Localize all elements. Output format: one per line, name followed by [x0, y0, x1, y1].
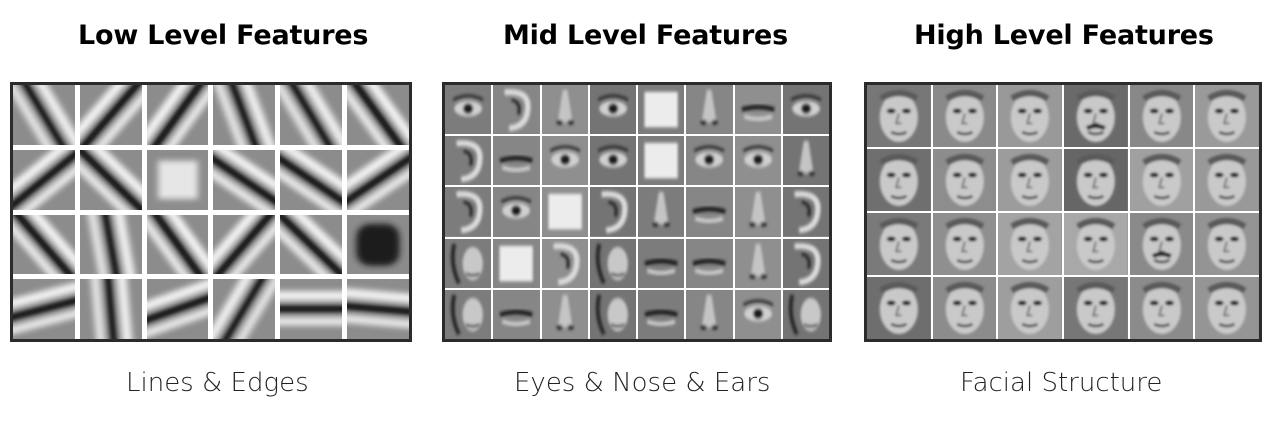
face-tile	[1129, 85, 1194, 147]
eye-part-tile	[541, 136, 588, 186]
mouth-part-tile	[638, 289, 685, 339]
ear-part-tile	[541, 238, 588, 288]
nose-part-tile	[541, 289, 588, 339]
bright-part-tile	[638, 85, 685, 135]
face-tile	[867, 149, 931, 211]
eye-part-tile	[686, 136, 733, 186]
face-tile	[998, 85, 1062, 147]
edge-filter-tile	[347, 279, 409, 339]
face-part-tile	[782, 289, 829, 339]
face-tile	[1129, 149, 1194, 211]
nose-part-tile	[541, 85, 588, 135]
edge-filter-tile	[146, 85, 209, 145]
nose-part-tile	[734, 238, 781, 288]
face-tile	[1064, 213, 1128, 275]
face-part-tile	[589, 289, 636, 339]
eye-part-tile	[734, 289, 781, 339]
edge-filter-tile	[13, 279, 75, 339]
face-tile	[998, 149, 1062, 211]
edge-filter-tile	[79, 214, 142, 275]
face-tile	[1129, 213, 1194, 275]
ear-part-tile	[589, 187, 636, 237]
panel-caption: Lines & Edges	[126, 368, 309, 398]
ear-part-tile	[782, 238, 829, 288]
edge-filter-tile	[280, 214, 343, 275]
edge-filter-tile	[79, 85, 142, 145]
eye-part-tile	[445, 85, 492, 135]
face-tile	[867, 213, 931, 275]
nose-part-tile	[686, 85, 733, 135]
panel-title: Mid Level Features	[503, 20, 789, 51]
mouth-part-tile	[493, 136, 540, 186]
face-tile	[1195, 277, 1259, 339]
edge-filter-tile	[347, 214, 409, 275]
ear-part-tile	[493, 85, 540, 135]
nose-part-tile	[782, 136, 829, 186]
face-part-tile	[445, 238, 492, 288]
eye-part-tile	[782, 85, 829, 135]
mouth-part-tile	[638, 238, 685, 288]
mouth-part-tile	[493, 289, 540, 339]
panel-title: Low Level Features	[78, 20, 369, 51]
edge-filter-tile	[213, 149, 276, 210]
face-part-tile	[589, 238, 636, 288]
face-grid	[864, 82, 1262, 342]
face-tile	[867, 277, 931, 339]
edge-filter-tile	[79, 149, 142, 210]
face-tile	[867, 85, 931, 147]
nose-part-tile	[638, 187, 685, 237]
eye-part-tile	[734, 136, 781, 186]
face-tile	[1195, 149, 1259, 211]
face-tile	[998, 277, 1062, 339]
panel-caption: Eyes & Nose & Ears	[514, 368, 771, 398]
face-tile	[1195, 85, 1259, 147]
edge-filter-tile	[347, 149, 409, 210]
edge-filter-tile	[347, 85, 409, 145]
edge-filter-tile	[213, 214, 276, 275]
edge-filter-tile	[280, 149, 343, 210]
face-tile	[932, 213, 997, 275]
panel-caption: Facial Structure	[960, 368, 1163, 398]
face-tile	[932, 149, 997, 211]
edge-filter-tile	[213, 85, 276, 145]
face-tile	[932, 85, 997, 147]
edge-filter-tile	[280, 279, 343, 339]
face-tile	[1129, 277, 1194, 339]
ear-part-tile	[445, 136, 492, 186]
eye-part-tile	[493, 187, 540, 237]
edge-filter-tile	[213, 279, 276, 339]
nose-part-tile	[686, 289, 733, 339]
face-tile	[1064, 277, 1128, 339]
mouth-part-tile	[734, 85, 781, 135]
edge-filter-grid	[10, 82, 412, 342]
face-tile	[1064, 85, 1128, 147]
edge-filter-tile	[146, 149, 209, 210]
ear-part-tile	[782, 187, 829, 237]
bright-part-tile	[493, 238, 540, 288]
edge-filter-tile	[79, 279, 142, 339]
eye-part-tile	[589, 85, 636, 135]
bright-part-tile	[541, 187, 588, 237]
panel-title: High Level Features	[914, 20, 1214, 51]
face-tile	[932, 277, 997, 339]
edge-filter-tile	[146, 214, 209, 275]
edge-filter-tile	[13, 149, 75, 210]
bright-part-tile	[638, 136, 685, 186]
mouth-part-tile	[686, 238, 733, 288]
edge-filter-tile	[13, 214, 75, 275]
edge-filter-tile	[146, 279, 209, 339]
ear-part-tile	[445, 187, 492, 237]
eye-part-tile	[589, 136, 636, 186]
mouth-part-tile	[686, 187, 733, 237]
face-part-grid	[442, 82, 832, 342]
edge-filter-tile	[13, 85, 75, 145]
edge-filter-tile	[280, 85, 343, 145]
face-tile	[1195, 213, 1259, 275]
nose-part-tile	[734, 187, 781, 237]
face-tile	[998, 213, 1062, 275]
face-tile	[1064, 149, 1128, 211]
face-part-tile	[445, 289, 492, 339]
